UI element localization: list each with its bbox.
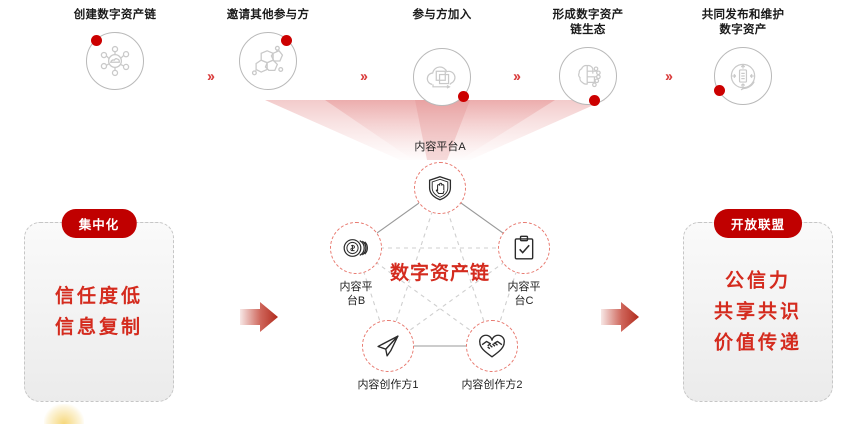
node-label-b: 内容平 台B bbox=[339, 281, 373, 307]
flow-step-circle[interactable] bbox=[559, 47, 617, 106]
node-label-c: 内容平 台C bbox=[507, 281, 541, 307]
clipboard-check-icon bbox=[514, 235, 534, 260]
status-dot bbox=[714, 85, 725, 96]
coins-dollar-icon bbox=[343, 239, 368, 257]
status-dot bbox=[91, 35, 102, 46]
flow-separator-3: ›› bbox=[513, 68, 521, 85]
flow-separator-2: ›› bbox=[360, 68, 368, 85]
right-panel: 开放联盟 公信力 共享共识 价值传递 bbox=[683, 209, 833, 402]
right-panel-line: 共享共识 bbox=[713, 301, 802, 323]
flow-step-label: 共同发布和维护 数字资产 bbox=[701, 9, 785, 36]
status-dot bbox=[281, 35, 292, 46]
node-creator-1[interactable] bbox=[362, 320, 414, 372]
node-creator-2[interactable] bbox=[466, 320, 518, 372]
flow-step-3[interactable]: 参与方加入 bbox=[382, 8, 502, 106]
flow-separator-4: ›› bbox=[665, 68, 673, 85]
flow-step-5[interactable]: 共同发布和维护 数字资产 bbox=[683, 8, 803, 105]
flow-step-circle[interactable] bbox=[413, 48, 471, 106]
node-content-platform-b[interactable] bbox=[330, 222, 382, 274]
flow-step-1[interactable]: 创建数字资产链 bbox=[55, 8, 175, 90]
brain-circuit-icon bbox=[578, 64, 601, 88]
left-panel: 集中化 信任度低 信息复制 bbox=[24, 209, 174, 402]
status-dot bbox=[458, 91, 469, 102]
left-panel-lines: 信任度低 信息复制 bbox=[25, 281, 173, 343]
decorative-glow bbox=[44, 404, 84, 424]
node-label-d: 内容创作方1 bbox=[357, 379, 419, 391]
network-cloud-icon bbox=[100, 45, 130, 77]
left-panel-line: 信任度低 bbox=[54, 286, 143, 307]
node-label-e: 内容创作方2 bbox=[461, 379, 523, 391]
left-panel-badge: 集中化 bbox=[61, 209, 137, 238]
flow-step-4[interactable]: 形成数字资产 链生态 bbox=[528, 8, 648, 106]
flow-step-circle[interactable] bbox=[239, 32, 297, 90]
diagram-canvas: 创建数字资产链 ›› 邀请其他参与方 bbox=[24, 8, 833, 424]
flow-separator-1: ›› bbox=[207, 68, 215, 85]
node-content-platform-c[interactable] bbox=[498, 222, 550, 274]
flow-step-label: 形成数字资产 链生态 bbox=[552, 9, 624, 36]
right-panel-line: 公信力 bbox=[724, 270, 791, 292]
asset-chain-network: 内容平台A bbox=[300, 140, 580, 413]
left-panel-line: 信息复制 bbox=[54, 317, 143, 338]
right-panel-line: 价值传递 bbox=[713, 332, 802, 354]
flow-step-circle[interactable] bbox=[714, 47, 772, 105]
right-panel-lines: 公信力 共享共识 价值传递 bbox=[684, 266, 832, 359]
right-panel-badge: 开放联盟 bbox=[713, 209, 803, 238]
node-label-a: 内容平台A bbox=[414, 141, 466, 153]
paper-plane-icon bbox=[377, 335, 399, 357]
network-center-title: 数字资产链 bbox=[389, 263, 490, 284]
flow-step-label: 创建数字资产链 bbox=[73, 9, 157, 21]
flow-step-label: 邀请其他参与方 bbox=[226, 9, 310, 21]
cloud-layers-icon bbox=[426, 66, 456, 89]
left-transition-arrow bbox=[240, 302, 278, 332]
status-dot bbox=[589, 95, 600, 106]
flow-step-2[interactable]: 邀请其他参与方 bbox=[208, 8, 328, 90]
heart-handshake-icon bbox=[479, 334, 505, 358]
node-content-platform-a[interactable] bbox=[414, 162, 466, 214]
shield-hand-icon bbox=[428, 176, 452, 201]
orbit-document-icon bbox=[730, 63, 756, 91]
right-transition-arrow bbox=[601, 302, 639, 332]
flow-step-circle[interactable] bbox=[86, 32, 144, 90]
flow-step-label: 参与方加入 bbox=[412, 9, 472, 21]
molecule-icon bbox=[251, 45, 284, 76]
